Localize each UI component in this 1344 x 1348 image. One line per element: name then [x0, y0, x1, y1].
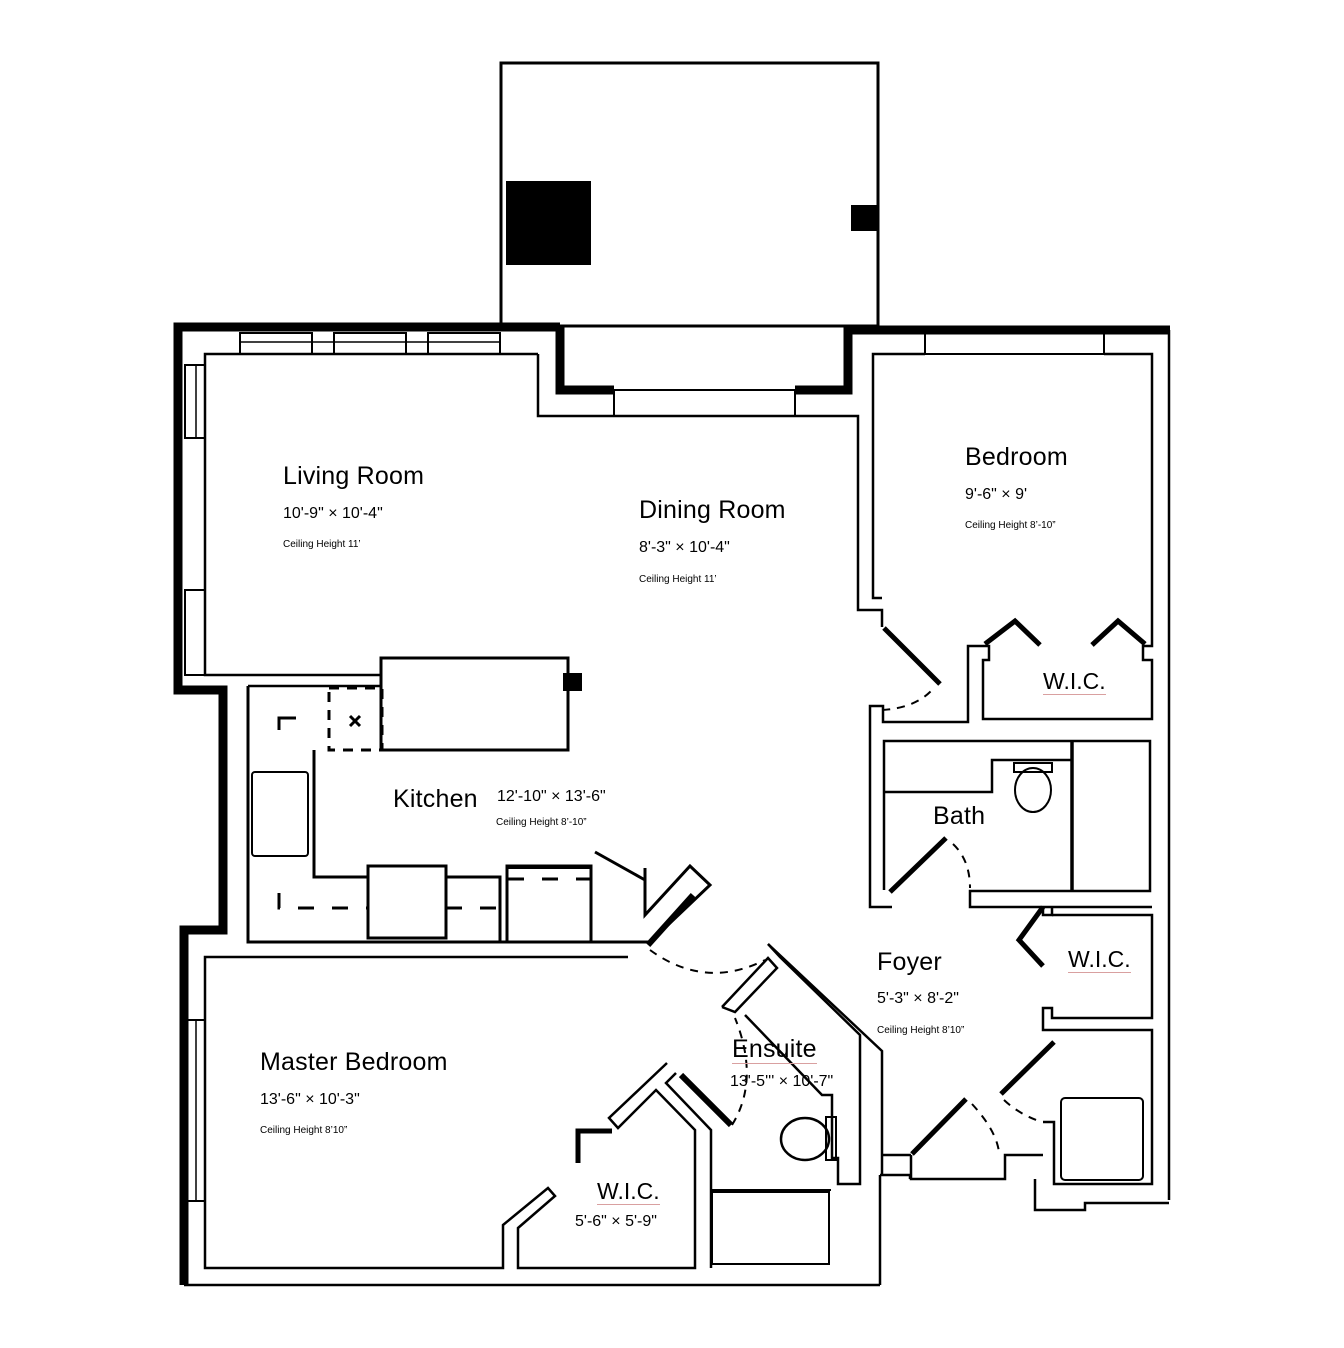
- foyer-wic-label: W.I.C.: [1068, 946, 1131, 973]
- living-room-label: Living Room: [283, 462, 425, 490]
- foyer-dimensions: 5'-3" × 8'-2": [877, 990, 959, 1007]
- bedroom-walls: [868, 332, 1154, 909]
- ensuite-label: Ensuite: [732, 1035, 817, 1064]
- foyer-walls: [880, 905, 1169, 1212]
- kitchen-column: [563, 673, 582, 691]
- balcony: [499, 61, 880, 328]
- ensuite-dimensions: 13'-5''' × 10'-7": [730, 1073, 834, 1090]
- master-bedroom-ceiling: Ceiling Height 8’10”: [260, 1125, 348, 1136]
- exterior-walls: [173, 322, 1170, 1285]
- foyer-closet-appliance: [1060, 1097, 1144, 1181]
- master-bedroom-label: Master Bedroom: [260, 1048, 448, 1076]
- kitchen-fridge: [505, 864, 593, 944]
- master-wic-label: W.I.C.: [597, 1178, 660, 1205]
- foyer-label: Foyer: [877, 948, 942, 976]
- kitchen-sink: [251, 771, 309, 857]
- living-room-walls: [184, 332, 884, 677]
- foyer-ceiling: Ceiling Height 8’10”: [877, 1025, 965, 1036]
- bedroom-dimensions: 9'-6" × 9': [965, 486, 1028, 503]
- bedroom-wic-label: W.I.C.: [1043, 668, 1106, 695]
- master-door: [645, 892, 766, 974]
- kitchen-ceiling: Ceiling Height 8’-10”: [496, 817, 587, 828]
- kitchen-walls: [246, 656, 713, 944]
- ensuite-tub: [711, 1191, 830, 1265]
- balcony-fixture-large: [506, 181, 591, 265]
- living-room-dimensions: 10'-9" × 10'-4": [283, 505, 383, 522]
- bedroom-label: Bedroom: [965, 443, 1068, 471]
- master-bedroom-dimensions: 13'-6" × 10'-3": [260, 1091, 360, 1108]
- bath-toilet: [1014, 767, 1052, 813]
- balcony-fixture-small: [851, 205, 877, 231]
- kitchen-stove: [366, 864, 448, 940]
- kitchen-island: [379, 656, 570, 752]
- living-room-ceiling: Ceiling Height 11’: [283, 539, 361, 550]
- bath-label: Bath: [933, 802, 986, 830]
- master-bedroom-walls: [185, 955, 697, 1270]
- bath-walls: [882, 739, 1152, 909]
- kitchen-dimensions: 12'-10" × 13'-6": [497, 788, 606, 805]
- kitchen-label: Kitchen: [393, 785, 478, 813]
- master-wic-dimensions: 5'-6" × 5'-9": [575, 1213, 657, 1230]
- dining-room-ceiling: Ceiling Height 11’: [639, 574, 717, 585]
- ensuite-walls: [664, 943, 884, 1268]
- ensuite-toilet: [779, 1116, 831, 1162]
- bedroom-ceiling: Ceiling Height 8’-10”: [965, 520, 1056, 531]
- dining-room-dimensions: 8'-3" × 10'-4": [639, 539, 730, 556]
- dining-room-label: Dining Room: [639, 496, 786, 524]
